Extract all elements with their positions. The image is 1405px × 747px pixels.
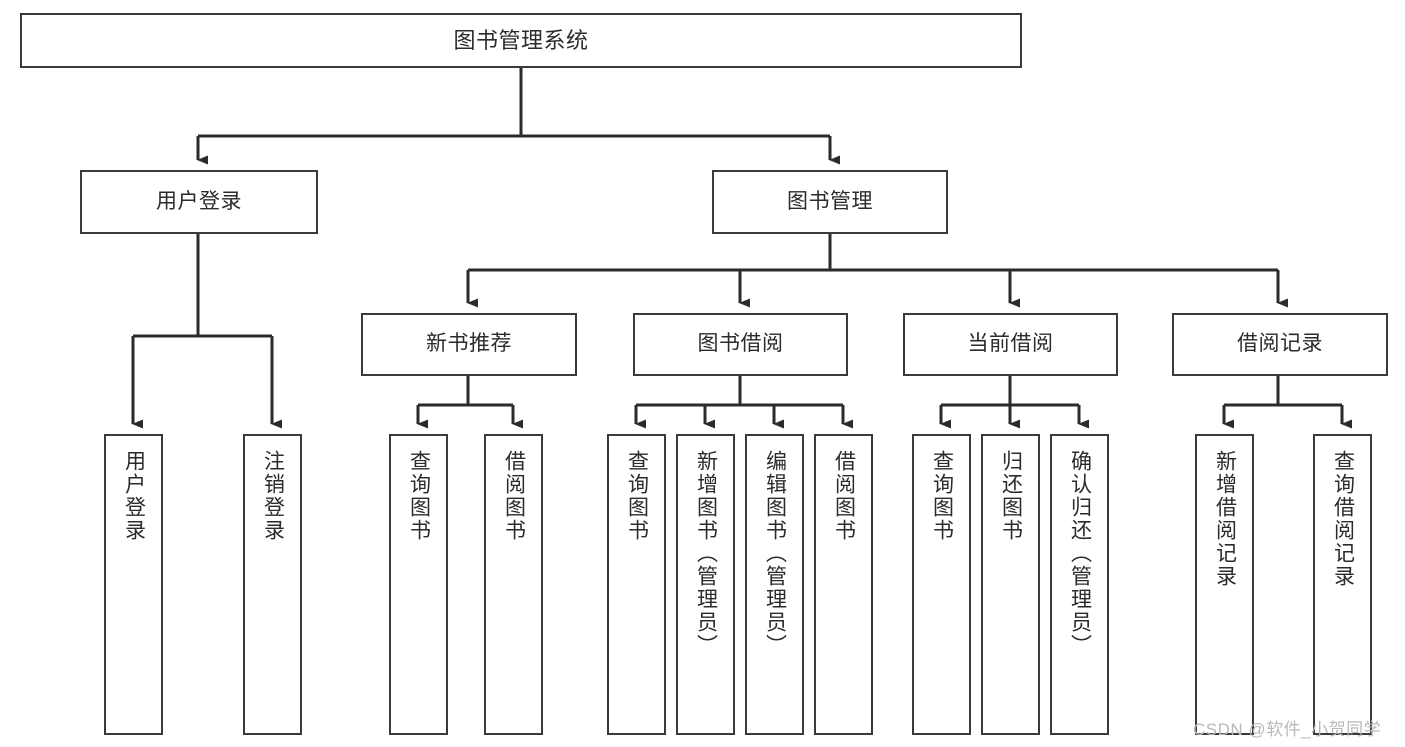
node-new-book-recommend-label: 新书推荐 [426, 332, 512, 356]
csdn-watermark: CSDN @软件_小贺同学 [1193, 720, 1382, 739]
node-book-manage-label: 图书管理 [787, 189, 873, 213]
node-leaf-query-record[interactable]: 查询借阅记录 [1313, 434, 1372, 735]
node-leaf-return-book[interactable]: 归还图书 [981, 434, 1040, 735]
node-leaf-query-book-3[interactable]: 查询图书 [912, 434, 971, 735]
node-borrow-record-label: 借阅记录 [1237, 332, 1323, 356]
node-leaf-return-book-label: 归还图书 [999, 450, 1023, 542]
node-leaf-logout-login[interactable]: 注销登录 [243, 434, 302, 735]
node-leaf-borrow-book-2-label: 借阅图书 [832, 450, 856, 542]
node-leaf-user-login-label: 用户登录 [122, 450, 146, 542]
node-leaf-borrow-book-1[interactable]: 借阅图书 [484, 434, 543, 735]
node-leaf-borrow-book-2[interactable]: 借阅图书 [814, 434, 873, 735]
node-leaf-query-book-2[interactable]: 查询图书 [607, 434, 666, 735]
node-leaf-add-record[interactable]: 新增借阅记录 [1195, 434, 1254, 735]
node-current-borrow-label: 当前借阅 [967, 332, 1054, 356]
node-leaf-edit-book-label: 编辑图书（管理员） [763, 450, 787, 657]
node-user-login-label: 用户登录 [156, 189, 242, 213]
node-current-borrow[interactable]: 当前借阅 [903, 313, 1118, 376]
node-user-login[interactable]: 用户登录 [80, 170, 318, 234]
node-book-manage[interactable]: 图书管理 [712, 170, 948, 234]
node-leaf-add-book-label: 新增图书（管理员） [694, 450, 718, 657]
node-borrow-record[interactable]: 借阅记录 [1172, 313, 1388, 376]
node-root-system[interactable]: 图书管理系统 [20, 13, 1022, 68]
node-leaf-edit-book[interactable]: 编辑图书（管理员） [745, 434, 804, 735]
node-leaf-logout-login-label: 注销登录 [261, 450, 285, 542]
node-book-borrow[interactable]: 图书借阅 [633, 313, 848, 376]
node-leaf-confirm-return-label: 确认归还（管理员） [1068, 450, 1092, 657]
node-root-system-label: 图书管理系统 [453, 27, 589, 53]
node-leaf-query-book-2-label: 查询图书 [625, 450, 649, 542]
node-book-borrow-label: 图书借阅 [697, 332, 784, 356]
node-leaf-query-record-label: 查询借阅记录 [1331, 450, 1355, 588]
node-leaf-borrow-book-1-label: 借阅图书 [502, 450, 526, 542]
node-leaf-query-book-1-label: 查询图书 [407, 450, 431, 542]
node-leaf-add-book[interactable]: 新增图书（管理员） [676, 434, 735, 735]
node-leaf-user-login[interactable]: 用户登录 [104, 434, 163, 735]
node-leaf-query-book-3-label: 查询图书 [930, 450, 954, 542]
node-leaf-query-book-1[interactable]: 查询图书 [389, 434, 448, 735]
node-leaf-confirm-return[interactable]: 确认归还（管理员） [1050, 434, 1109, 735]
node-leaf-add-record-label: 新增借阅记录 [1213, 450, 1237, 588]
node-new-book-recommend[interactable]: 新书推荐 [361, 313, 577, 376]
